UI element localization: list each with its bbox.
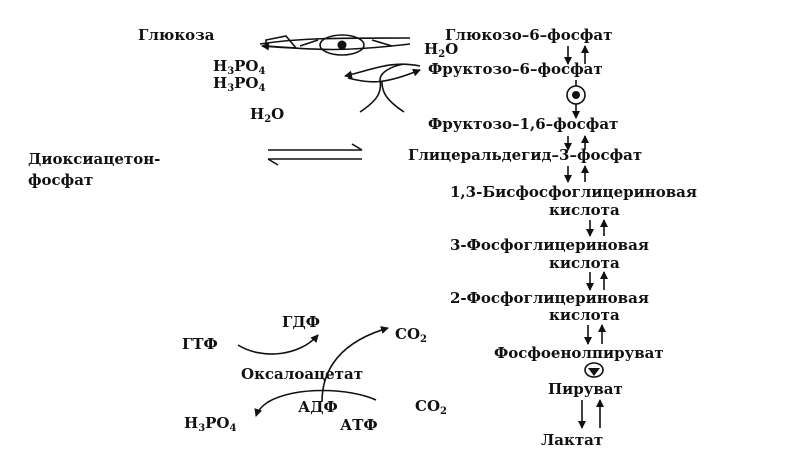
pyruvate-label: Пируват [548, 380, 623, 398]
dihydroxyacetone-phosphate-label-2: фосфат [28, 171, 93, 189]
bisphosphoglycerate-label-1: 1,3-Бисфосфоглицериновая [450, 183, 697, 201]
atp-to-adp-arrow [254, 389, 377, 417]
dihydroxyacetone-phosphate-label-1: Диоксиацетон- [28, 150, 160, 168]
h3po4-label-c: H3PO4 [184, 414, 237, 434]
3-phosphoglycerate-label-1: 3-Фосфоглицериновая [450, 236, 649, 254]
glucose-6-phosphate-label: Глюкозо–6–фосфат [445, 26, 612, 44]
dhap-gap-harpoon-bottom-head [267, 158, 279, 166]
fructose-1-6-phosphate-label: Фруктозо–1,6–фосфат [428, 115, 618, 133]
f6p-bypass-arrow-left [344, 63, 421, 79]
co2-label-a: CO2 [395, 325, 427, 345]
hexokinase-enzyme-dot-icon [337, 40, 347, 50]
3-phosphoglycerate-label-2: кислота [549, 254, 620, 272]
glucose-g6p-curve-top [259, 37, 411, 45]
hexokinase-side-lines [299, 39, 393, 47]
oxaloacetate-to-co2-arrow [321, 326, 389, 403]
hexokinase-enzyme-icon [319, 34, 365, 56]
h3po4-label-a: H3PO4 [213, 57, 266, 77]
adp-label: АДФ [298, 398, 338, 416]
f16bp-bypass-curve-right [381, 81, 405, 113]
pfk-enzyme-dot-icon [572, 91, 580, 99]
lactate-label: Лактат [541, 431, 603, 449]
hexokinase-wedge-icon [265, 35, 298, 49]
pyruvate-kinase-enzyme-icon [584, 362, 604, 378]
gtp-to-gdp-arrow [237, 334, 319, 355]
f16bp-bypass-curve-left [359, 63, 405, 113]
gdp-label: ГДФ [282, 313, 320, 331]
fructose-6-phosphate-label: Фруктозо–6–фосфат [428, 60, 603, 78]
dhap-gap-harpoon-top-head [351, 143, 363, 151]
gtp-label: ГТФ [182, 335, 218, 353]
oxaloacetate-label: Оксалоацетат [241, 365, 363, 383]
bisphosphoglycerate-label-2: кислота [549, 201, 620, 219]
glucose-label: Глюкоза [138, 26, 215, 44]
atp-label: АТФ [340, 416, 378, 434]
h2o-label-a: H2O [424, 40, 458, 60]
h3po4-label-b: H3PO4 [213, 74, 266, 94]
co2-label-b: CO2 [415, 397, 447, 417]
h2o-label-b: H2O [250, 105, 284, 125]
glyceraldehyde-3-phosphate-label: Глицеральдегид–3–фосфат [408, 146, 642, 164]
pyruvate-kinase-arrowhead-icon [588, 368, 600, 376]
2-phosphoglycerate-label-1: 2-Фосфоглицериновая [450, 289, 649, 307]
phosphoenolpyruvate-label: Фосфоенолпируват [494, 344, 664, 362]
2-phosphoglycerate-label-2: кислота [549, 306, 620, 324]
